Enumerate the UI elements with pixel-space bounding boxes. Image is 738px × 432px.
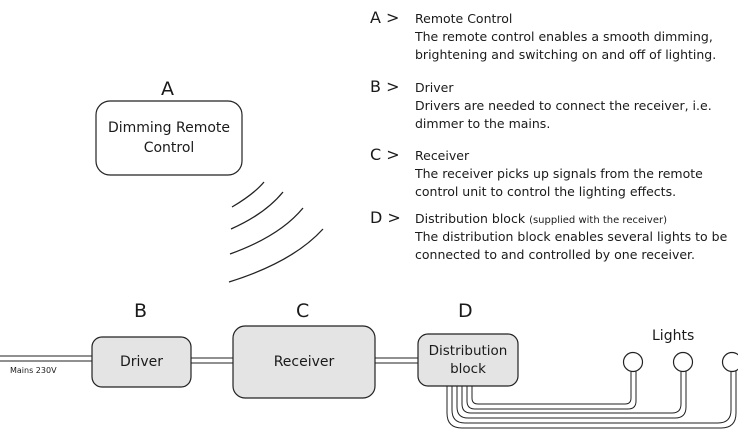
signal-waves-icon <box>228 181 324 283</box>
light-2-icon <box>672 351 694 373</box>
legend-item-a: A > Remote Control The remote control en… <box>370 8 738 68</box>
legend-key: C > <box>370 145 400 164</box>
distribution-label-line2: block <box>450 361 486 377</box>
light-cables <box>446 371 737 429</box>
legend-title-note: (supplied with the receiver) <box>529 215 667 226</box>
remote-label-line2: Control <box>143 140 195 156</box>
light-3-icon <box>721 351 738 373</box>
distribution-block-label: Distribution block <box>418 334 518 386</box>
driver-label: Driver <box>119 354 164 370</box>
legend-title-text: Distribution block <box>415 211 526 226</box>
legend-line: The receiver picks up signals from the r… <box>415 166 703 181</box>
legend-line: control unit to control the lighting eff… <box>415 183 677 199</box>
legend-line: dimmer to the mains. <box>415 115 551 131</box>
legend-key: A > <box>370 8 400 27</box>
remote-label-line1: Dimming Remote <box>107 120 231 136</box>
legend-line: The remote control enables a smooth dimm… <box>415 29 713 44</box>
receiver-letter: C <box>296 300 310 322</box>
distribution-letter: D <box>458 300 473 322</box>
remote-control-box <box>95 100 243 176</box>
receiver-label: Receiver <box>273 354 335 370</box>
driver-box <box>91 336 192 388</box>
legend-title: Remote Control <box>415 11 513 26</box>
legend-key: B > <box>370 77 400 96</box>
driver-receiver-cable <box>190 357 233 364</box>
legend-title: Distribution block (supplied with the re… <box>415 211 667 226</box>
legend-description: Drivers are needed to connect the receiv… <box>415 97 712 132</box>
legend-title: Receiver <box>415 148 470 163</box>
legend-description: The distribution block enables several l… <box>415 228 727 263</box>
legend-line: Drivers are needed to connect the receiv… <box>415 98 712 113</box>
legend-line: The distribution block enables several l… <box>415 229 728 244</box>
legend-line: brightening and switching on and off of … <box>415 46 717 62</box>
legend-item-b: B > Driver Drivers are needed to connect… <box>370 77 738 137</box>
driver-letter: B <box>134 300 148 322</box>
distribution-label-line1: Distribution <box>428 343 508 359</box>
legend-description: The remote control enables a smooth dimm… <box>415 28 716 63</box>
legend-line: connected to and controlled by one recei… <box>415 246 696 262</box>
receiver-distribution-cable <box>374 357 418 364</box>
light-1-icon <box>622 351 644 373</box>
remote-control-label: Dimming Remote Control <box>96 101 242 175</box>
mains-cable <box>0 355 92 362</box>
legend-title: Driver <box>415 80 454 95</box>
distribution-block-box <box>417 333 519 387</box>
lights-label: Lights <box>652 328 695 344</box>
legend-description: The receiver picks up signals from the r… <box>415 165 703 200</box>
mains-label: Mains 230V <box>10 366 57 375</box>
receiver-box <box>232 325 376 399</box>
legend-item-d: D > Distribution block (supplied with th… <box>370 208 738 268</box>
legend-key: D > <box>370 208 401 227</box>
remote-letter: A <box>161 78 174 100</box>
legend-item-c: C > Receiver The receiver picks up signa… <box>370 145 738 205</box>
